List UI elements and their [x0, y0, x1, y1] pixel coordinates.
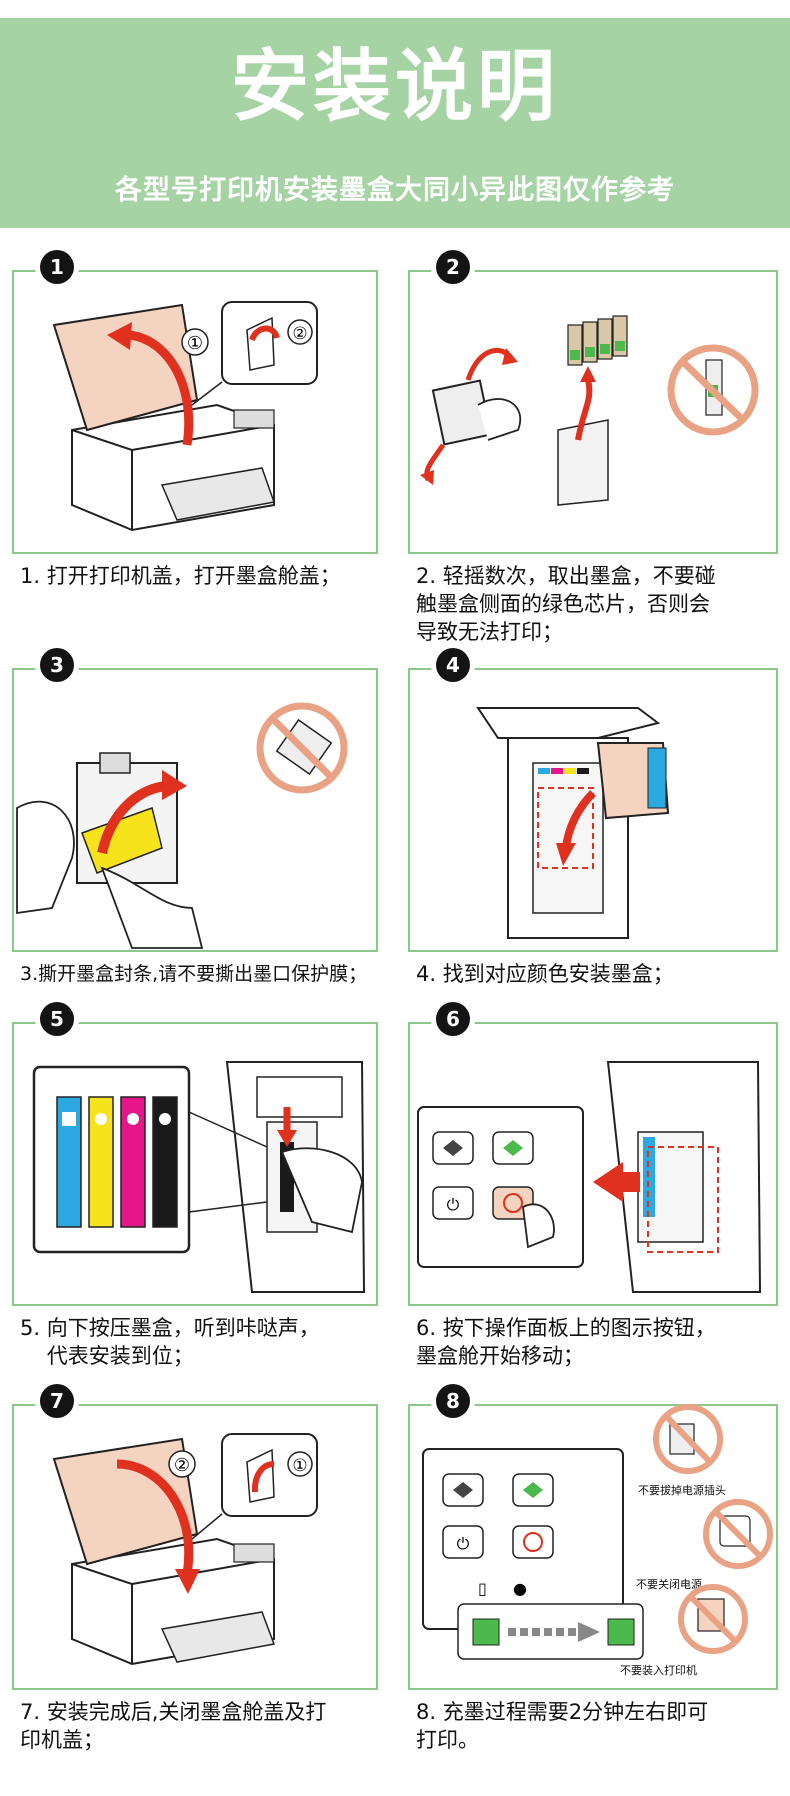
page-subtitle: 各型号打印机安装墨盒大同小异此图仅作参考: [115, 175, 675, 206]
caption-line: 6. 按下操作面板上的图示按钮，: [416, 1316, 716, 1340]
callout-1: ①: [292, 1456, 307, 1476]
step-number-badge: 6: [436, 1002, 470, 1036]
remove-seal-illustration: [16, 702, 348, 949]
step-caption: 5. 向下按压墨盒，听到咔哒声， 代表安装到位；: [20, 1314, 378, 1370]
step-3: 3 3.撕开墨盒封条,请不要撕出墨口保护膜；: [12, 648, 378, 988]
step-caption: 4. 找到对应颜色安装墨盒；: [416, 962, 674, 986]
warning-power-off: 不要关闭电源: [636, 1577, 702, 1591]
step-8: 8 ⏻ ▯ ● 不要拔掉电源插头 不要关闭电源: [408, 1384, 778, 1784]
warning-insert: 不要装入打印机: [620, 1663, 697, 1677]
page-title: 安装说明: [230, 42, 559, 132]
charging-illustration: ⏻ ▯ ● 不要拔掉电源插头 不要关闭电源 不要装入打印机: [422, 1404, 773, 1677]
caption-line: 印机盖；: [20, 1728, 104, 1752]
header-banner: 安装说明 各型号打印机安装墨盒大同小异此图仅作参考: [0, 18, 790, 228]
step-caption: 1. 打开打印机盖，打开墨盒舱盖；: [20, 564, 341, 588]
step-number-badge: 4: [436, 648, 470, 682]
caption-line: 7. 安装完成后,关闭墨盒舱盖及打: [20, 1700, 327, 1724]
step-number-badge: 8: [436, 1384, 470, 1418]
step-caption: 8. 充墨过程需要2分钟左右即可 打印。: [416, 1698, 778, 1754]
step-5: 5 5. 向下按压墨盒，听到咔哒声， 代表安装到位；: [12, 1002, 378, 1368]
step-frame: [12, 668, 378, 952]
step-7: 7 ② ① 7. 安装完成后,关闭墨盒舱盖及打 印机盖；: [12, 1384, 378, 1784]
close-lid-illustration: ② ①: [52, 1433, 318, 1666]
caption-line: 8. 充墨过程需要2分钟左右即可: [416, 1700, 709, 1724]
step-1: 1 ① ② 1. 打开打印机盖，打开墨盒舱盖；: [12, 250, 378, 640]
caption-line: 墨盒舱开始移动；: [416, 1344, 584, 1368]
caption-line: 代表安装到位；: [20, 1344, 194, 1368]
step-2: 2 2. 轻摇数次，取出墨盒，不要碰 触墨盒侧面的绿色芯片，否则会 导致无法打印…: [408, 250, 778, 644]
caption-line: 触墨盒侧面的绿色芯片，否则会: [416, 592, 710, 616]
step-caption: 6. 按下操作面板上的图示按钮， 墨盒舱开始移动；: [416, 1314, 778, 1370]
step-caption: 7. 安装完成后,关闭墨盒舱盖及打 印机盖；: [20, 1698, 378, 1754]
callout-1: ①: [187, 333, 203, 354]
warning-unplug: 不要拔掉电源插头: [638, 1483, 726, 1497]
step-6: 6 ⏻ 6. 按下操作面板上的图示按钮， 墨盒舱开始移动；: [408, 1002, 778, 1368]
step-caption: 3.撕开墨盒封条,请不要撕出墨口保护膜；: [20, 963, 368, 985]
step-number-badge: 5: [40, 1002, 74, 1036]
insert-cartridge-illustration: [476, 707, 670, 939]
step-4: 4 4. 找到对应颜色安装墨盒；: [408, 648, 778, 988]
control-panel-illustration: ⏻: [417, 1061, 762, 1293]
caption-line: 5. 向下按压墨盒，听到咔哒声，: [20, 1316, 320, 1340]
ink-cartridges-set: [56, 1096, 178, 1228]
power-button-icon: ⏻: [457, 1534, 470, 1553]
ink-drop-icon: ●: [513, 1579, 527, 1598]
press-cartridge-illustration: [32, 1061, 366, 1293]
step-number-badge: 7: [40, 1384, 74, 1418]
step-caption: 2. 轻摇数次，取出墨盒，不要碰 触墨盒侧面的绿色芯片，否则会 导致无法打印；: [416, 562, 778, 646]
paper-icon: ▯: [478, 1579, 487, 1598]
step-number-badge: 2: [436, 250, 470, 284]
caption-line: 导致无法打印；: [416, 620, 563, 644]
printer-open-lid-illustration: ① ②: [52, 301, 318, 532]
callout-2: ②: [292, 324, 307, 344]
callout-2: ②: [174, 1455, 190, 1476]
caption-line: 2. 轻摇数次，取出墨盒，不要碰: [416, 564, 716, 588]
power-button-icon: ⏻: [447, 1195, 460, 1214]
caption-line: 打印。: [416, 1728, 479, 1752]
step-number-badge: 1: [40, 250, 74, 284]
step-number-badge: 3: [40, 648, 74, 682]
shake-cartridge-illustration: [420, 315, 759, 506]
